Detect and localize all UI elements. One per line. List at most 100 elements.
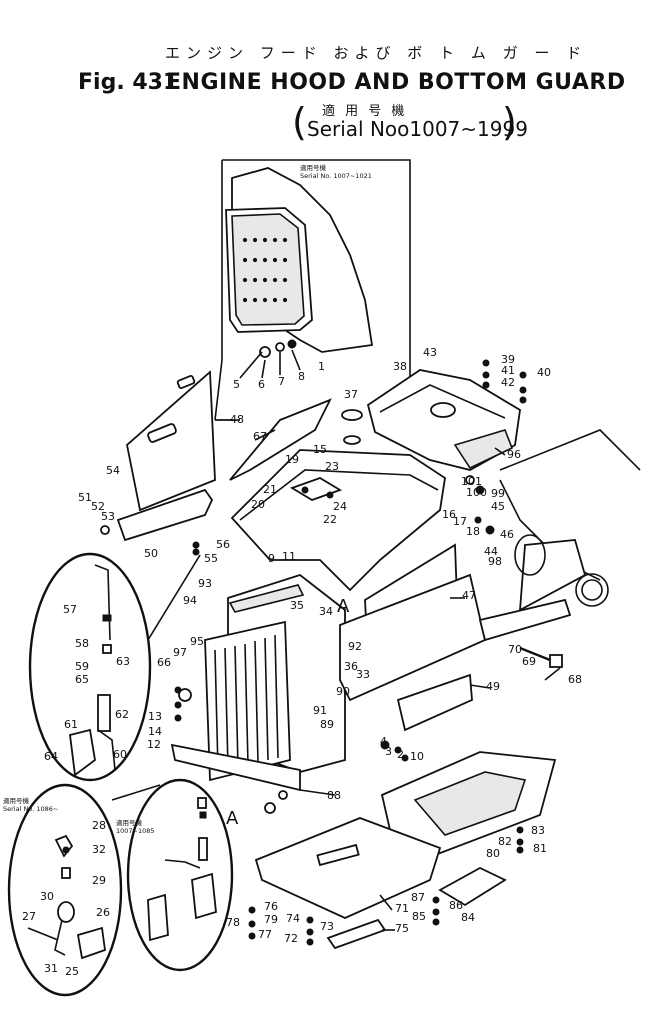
callout-74: 74 [286,912,300,925]
serial-open-bracket: ( [292,100,307,144]
callout-37: 37 [344,388,358,401]
callout-43: 43 [423,346,437,359]
callout-78: 78 [226,916,240,929]
callout-79: 79 [264,913,278,926]
callout-20: 20 [251,498,265,511]
callout-68: 68 [568,673,582,686]
callout-45: 45 [491,500,505,513]
callout-10: 10 [410,750,424,763]
callout-97: 97 [173,646,187,659]
callout-29: 29 [92,874,106,887]
callout-31: 31 [44,962,58,975]
callout-1: 1 [318,360,325,373]
callout-55: 55 [204,552,218,565]
top-cover-43 [366,369,521,471]
callout-3: 3 [385,745,392,758]
callout-21: 21 [263,483,277,496]
callout-35: 35 [290,599,304,612]
mid-inset-serial-jp: 適用号機 [116,818,143,827]
callout-2: 2 [397,748,404,761]
callout-19: 19 [285,453,299,466]
top-inset-serial: Serial No. 1007~1021 [300,172,372,180]
side-panel [116,370,240,542]
callout-23: 23 [325,460,339,473]
callout-15: 15 [313,443,327,456]
callout-17: 17 [453,515,467,528]
callout-77: 77 [258,928,272,941]
grille-holes [242,237,288,303]
bottom-guard-80 [380,751,557,856]
callout-94: 94 [183,594,197,607]
serial-close-bracket: ) [502,100,517,144]
callout-95: 95 [190,635,204,648]
callout-33: 33 [356,668,370,681]
callout-63: 63 [116,655,130,668]
callout-47: 47 [462,589,476,602]
callout-86: 86 [449,899,463,912]
callout-100: 100 [466,486,487,499]
callout-57: 57 [63,603,77,616]
callout-64: 64 [44,750,58,763]
radiator-fins [214,634,279,771]
callout-75: 75 [395,922,409,935]
callout-25: 25 [65,965,79,978]
detail-marker-a-inset: A [226,808,239,829]
bottom-guard-71 [254,817,442,950]
callout-14: 14 [148,725,162,738]
callout-101: 101 [461,475,482,488]
callout-83: 83 [531,824,545,837]
callout-91: 91 [313,704,327,717]
callout-56: 56 [216,538,230,551]
fasteners [100,359,527,946]
callout-87: 87 [411,891,425,904]
callout-22: 22 [323,513,337,526]
left-inset-serial-jp: 適用号機 [3,796,30,805]
callout-58: 58 [75,637,89,650]
callout-36: 36 [344,660,358,673]
serial-applicability-japanese: 適 用 号 機 [322,104,408,119]
callout-66: 66 [157,656,171,669]
callout-85: 85 [412,910,426,923]
callout-12: 12 [147,738,161,751]
callout-99: 99 [491,487,505,500]
grille-panel-inset: 適用号機 Serial No. 1007~1021 [214,159,411,421]
callout-65: 65 [75,673,89,686]
callout-18: 18 [466,525,480,538]
callout-51: 51 [78,491,92,504]
callout-52: 52 [91,500,105,513]
callout-24: 24 [333,500,347,513]
callout-30: 30 [40,890,54,903]
callout-38: 38 [393,360,407,373]
callout-9: 9 [268,552,275,565]
callout-32: 32 [92,843,106,856]
figure-title: ENGINE HOOD AND BOTTOM GUARD [166,70,626,95]
callout-11: 11 [282,550,296,563]
callout-7: 7 [278,375,285,388]
callout-34: 34 [319,605,333,618]
callout-72: 72 [284,932,298,945]
part-callouts: 1 2 3 4 5 6 7 8 9 10 11 12 13 14 15 16 1… [22,346,582,978]
callout-89: 89 [320,718,334,731]
callout-50: 50 [144,547,158,560]
callout-69: 69 [522,655,536,668]
figure-number: Fig. 431 [78,70,179,95]
right-frame [478,429,641,642]
callout-27: 27 [22,910,36,923]
lever-detail-inset [28,552,201,782]
leader-lines [215,419,561,931]
callout-93: 93 [198,577,212,590]
cap-37 [341,409,363,445]
callout-73: 73 [320,920,334,933]
callout-8: 8 [298,370,305,383]
callout-48: 48 [230,413,244,426]
engine-hood [229,398,446,592]
callout-41: 41 [501,364,515,377]
callout-70: 70 [508,643,522,656]
side-cover-47 [339,543,487,732]
callout-49: 49 [486,680,500,693]
bolt-68 [519,646,563,668]
top-inset-serial-jp: 適用号機 [300,163,327,172]
callout-46: 46 [500,528,514,541]
callout-67: 67 [253,430,267,443]
